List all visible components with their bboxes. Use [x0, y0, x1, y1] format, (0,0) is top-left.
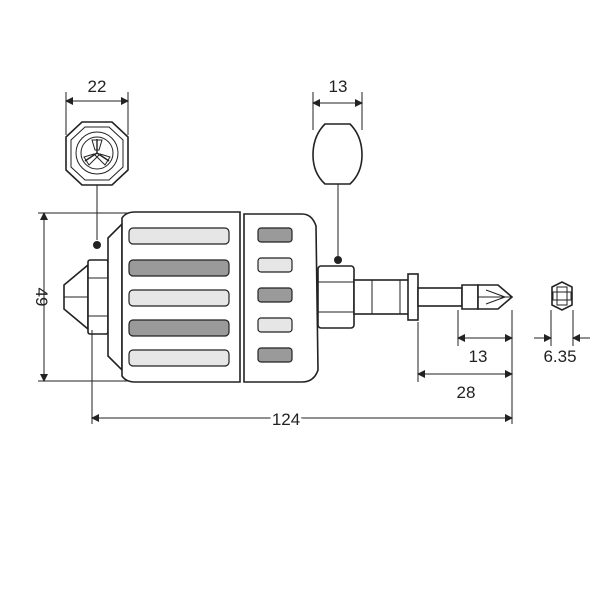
dim-sleeve-width: 13 [329, 77, 348, 96]
shank-hex-view: 6.35 [534, 281, 590, 366]
dim-height: 49 [32, 288, 51, 307]
dim-bit-length: 28 [457, 383, 476, 402]
overall-length-dimension: 124 [91, 310, 513, 432]
hex-end-view: 22 [65, 77, 129, 249]
bit-length-dimension: 28 [417, 322, 513, 402]
chuck-body [63, 211, 514, 383]
sleeve-end-view: 13 [312, 77, 363, 264]
cross-recess-icon [552, 286, 572, 306]
dim-shank-hex: 6.35 [543, 347, 576, 366]
jaw-icon [83, 139, 111, 166]
bit-tip-dimension: 13 [457, 310, 513, 366]
dim-bit-tip-length: 13 [469, 347, 488, 366]
dim-hex-width: 22 [88, 77, 107, 96]
dim-overall-length: 124 [272, 410, 300, 429]
